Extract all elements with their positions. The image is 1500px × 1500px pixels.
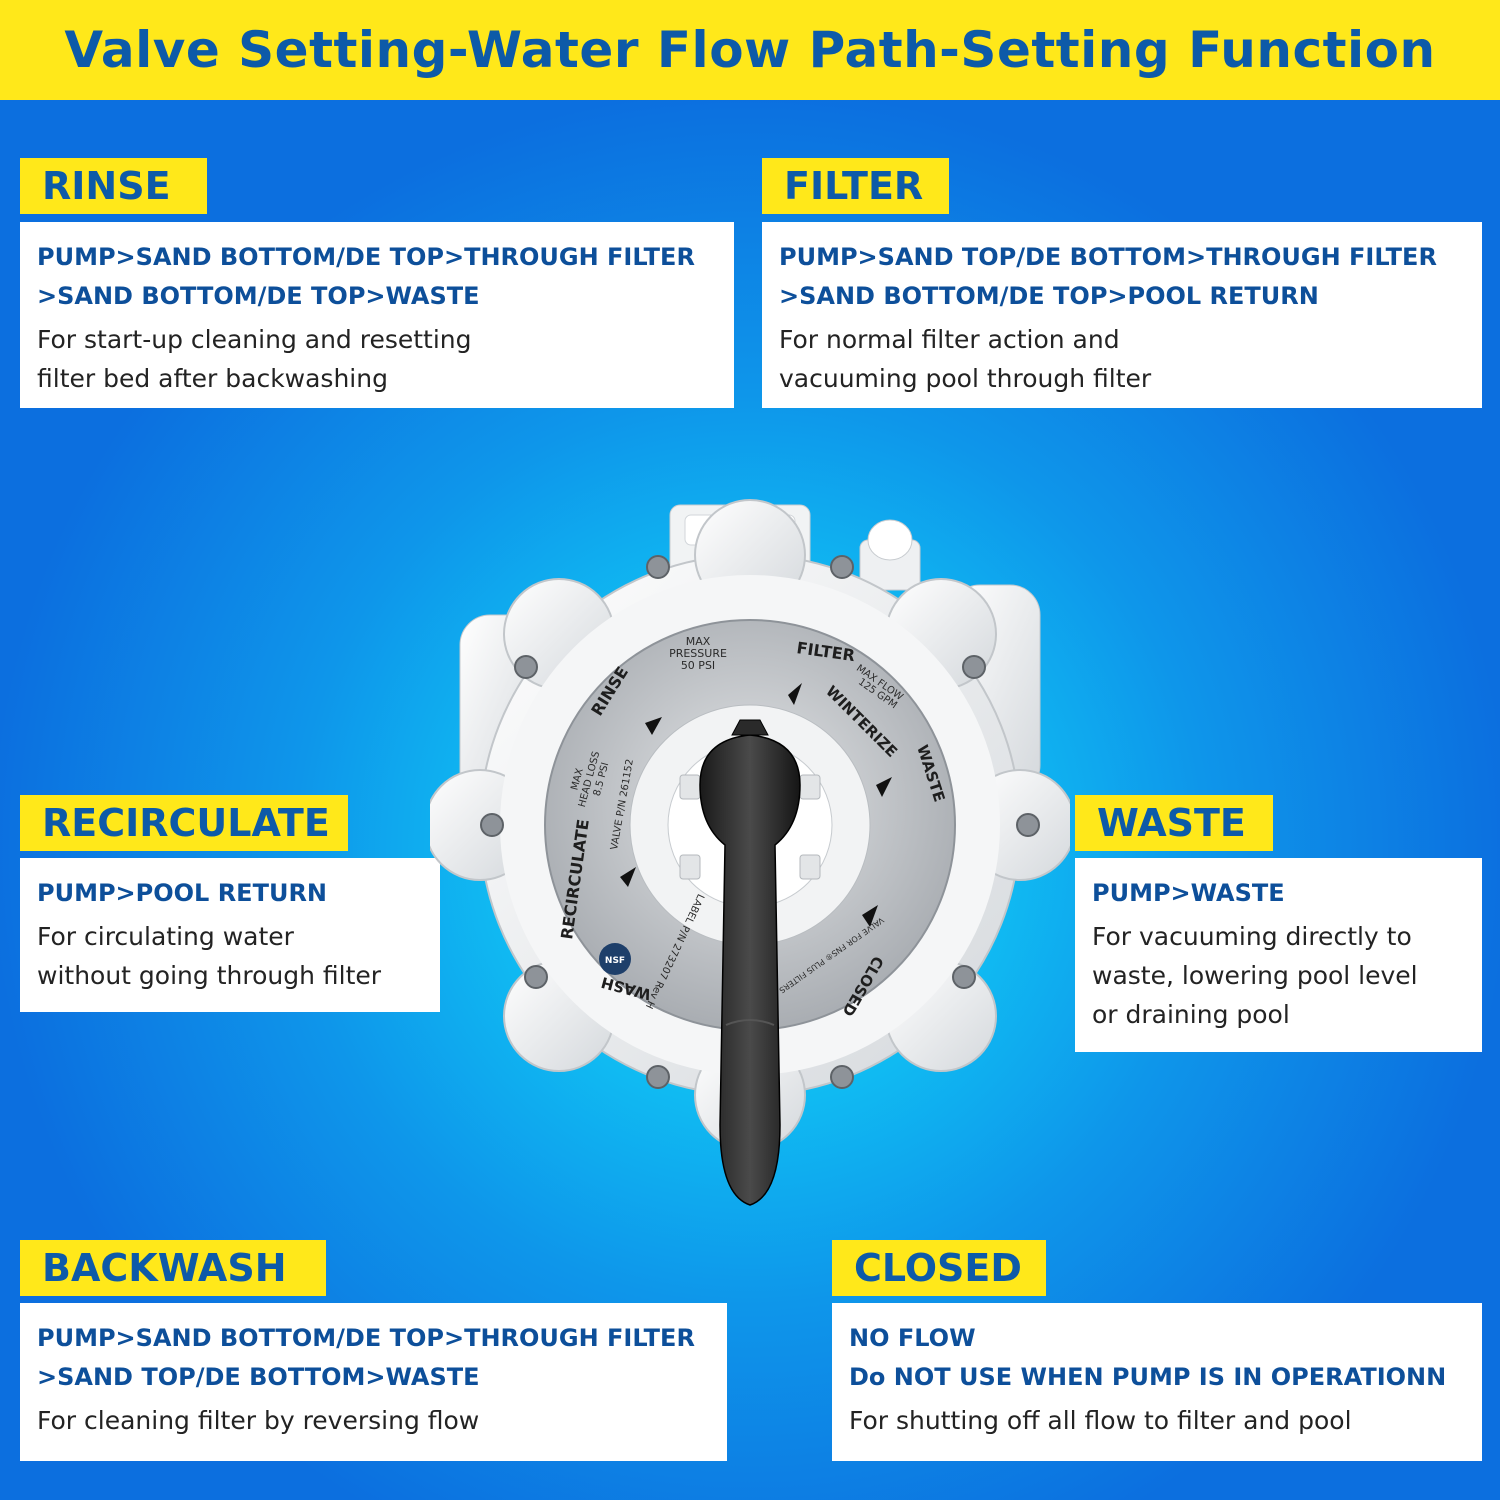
waste-card: PUMP>WASTE For vacuuming directly to was… — [1075, 858, 1482, 1052]
recirculate-flow-line: PUMP>POOL RETURN — [37, 879, 328, 907]
valve-handle[interactable] — [699, 719, 801, 1206]
nsf-logo-text: NSF — [605, 956, 625, 966]
waste-flow: PUMP>WASTE — [1092, 874, 1466, 913]
filter-flow-line: PUMP>SAND TOP/DE BOTTOM>THROUGH FILTER — [779, 243, 1437, 271]
recirculate-label: RECIRCULATE — [42, 801, 330, 845]
recirculate-tag: RECIRCULATE — [20, 795, 348, 851]
recirculate-card: PUMP>POOL RETURN For circulating water w… — [20, 858, 440, 1012]
filter-card: PUMP>SAND TOP/DE BOTTOM>THROUGH FILTER >… — [762, 222, 1482, 408]
filter-desc-line: vacuuming pool through filter — [779, 364, 1152, 393]
backwash-flow-line: PUMP>SAND BOTTOM/DE TOP>THROUGH FILTER — [37, 1324, 695, 1352]
rinse-card: PUMP>SAND BOTTOM/DE TOP>THROUGH FILTER >… — [20, 222, 734, 408]
arrow-recirculate-icon — [620, 867, 636, 887]
pressure-gauge-cap — [859, 519, 921, 591]
max-pressure-line: 50 PSI — [681, 659, 715, 672]
screws — [480, 555, 1040, 1089]
closed-flow-line: Do NOT USE WHEN PUMP IS IN OPERATIONN — [849, 1363, 1447, 1391]
waste-desc-line: waste, lowering pool level — [1092, 961, 1418, 990]
hub-notches — [679, 774, 821, 880]
filter-tag: FILTER — [762, 158, 949, 214]
backwash-label: BACKWASH — [42, 1246, 287, 1290]
closed-label: CLOSED — [854, 1246, 1022, 1290]
rinse-desc-line: For start-up cleaning and resetting — [37, 325, 472, 354]
header-banner: Valve Setting-Water Flow Path-Setting Fu… — [0, 0, 1500, 100]
waste-tag: WASTE — [1075, 795, 1273, 851]
backwash-description: For cleaning filter by reversing flow — [37, 1401, 711, 1440]
rinse-flow-line: >SAND BOTTOM/DE TOP>WASTE — [37, 282, 480, 310]
filter-flow-line: >SAND BOTTOM/DE TOP>POOL RETURN — [779, 282, 1319, 310]
waste-label: WASTE — [1097, 801, 1246, 845]
backwash-tag: BACKWASH — [20, 1240, 326, 1296]
backwash-flow-line: >SAND TOP/DE BOTTOM>WASTE — [37, 1363, 480, 1391]
recirculate-description: For circulating water without going thro… — [37, 917, 424, 995]
nsf-logo: NSF — [599, 943, 631, 975]
rinse-tag: RINSE — [20, 158, 207, 214]
rinse-desc-line: filter bed after backwashing — [37, 364, 388, 393]
recirculate-desc-line: For circulating water — [37, 922, 294, 951]
waste-desc-line: For vacuuming directly to — [1092, 922, 1412, 951]
filter-description: For normal filter action and vacuuming p… — [779, 320, 1466, 398]
max-pressure-line: MAX — [686, 635, 711, 648]
waste-flow-line: PUMP>WASTE — [1092, 879, 1285, 907]
filter-label: FILTER — [784, 164, 924, 208]
backwash-card: PUMP>SAND BOTTOM/DE TOP>THROUGH FILTER >… — [20, 1303, 727, 1461]
max-pressure-line: PRESSURE — [669, 647, 727, 660]
page-title: Valve Setting-Water Flow Path-Setting Fu… — [64, 21, 1436, 79]
recirculate-flow: PUMP>POOL RETURN — [37, 874, 424, 913]
recirculate-desc-line: without going through filter — [37, 961, 382, 990]
waste-description: For vacuuming directly to waste, lowerin… — [1092, 917, 1466, 1034]
dial-arrows — [620, 683, 892, 927]
closed-tag: CLOSED — [832, 1240, 1046, 1296]
arrow-waste-icon — [876, 777, 892, 797]
closed-flow-line: NO FLOW — [849, 1324, 976, 1352]
multiport-valve-illustration: FILTER RINSE WINTERIZE WASTE RECIRCULATE… — [430, 499, 1070, 1206]
arrow-rinse-icon — [645, 717, 662, 735]
rinse-flow: PUMP>SAND BOTTOM/DE TOP>THROUGH FILTER >… — [37, 238, 718, 316]
closed-card: NO FLOW Do NOT USE WHEN PUMP IS IN OPERA… — [832, 1303, 1482, 1461]
arrow-filter-icon — [788, 683, 802, 705]
filter-flow: PUMP>SAND TOP/DE BOTTOM>THROUGH FILTER >… — [779, 238, 1466, 316]
closed-flow: NO FLOW Do NOT USE WHEN PUMP IS IN OPERA… — [849, 1319, 1466, 1397]
waste-desc-line: or draining pool — [1092, 1000, 1290, 1029]
backwash-desc-line: For cleaning filter by reversing flow — [37, 1406, 480, 1435]
closed-description: For shutting off all flow to filter and … — [849, 1401, 1466, 1440]
filter-desc-line: For normal filter action and — [779, 325, 1120, 354]
closed-desc-line: For shutting off all flow to filter and … — [849, 1406, 1352, 1435]
arrow-closed-icon — [862, 905, 878, 927]
rinse-description: For start-up cleaning and resetting filt… — [37, 320, 718, 398]
backwash-flow: PUMP>SAND BOTTOM/DE TOP>THROUGH FILTER >… — [37, 1319, 711, 1397]
rinse-flow-line: PUMP>SAND BOTTOM/DE TOP>THROUGH FILTER — [37, 243, 695, 271]
rinse-label: RINSE — [42, 164, 171, 208]
